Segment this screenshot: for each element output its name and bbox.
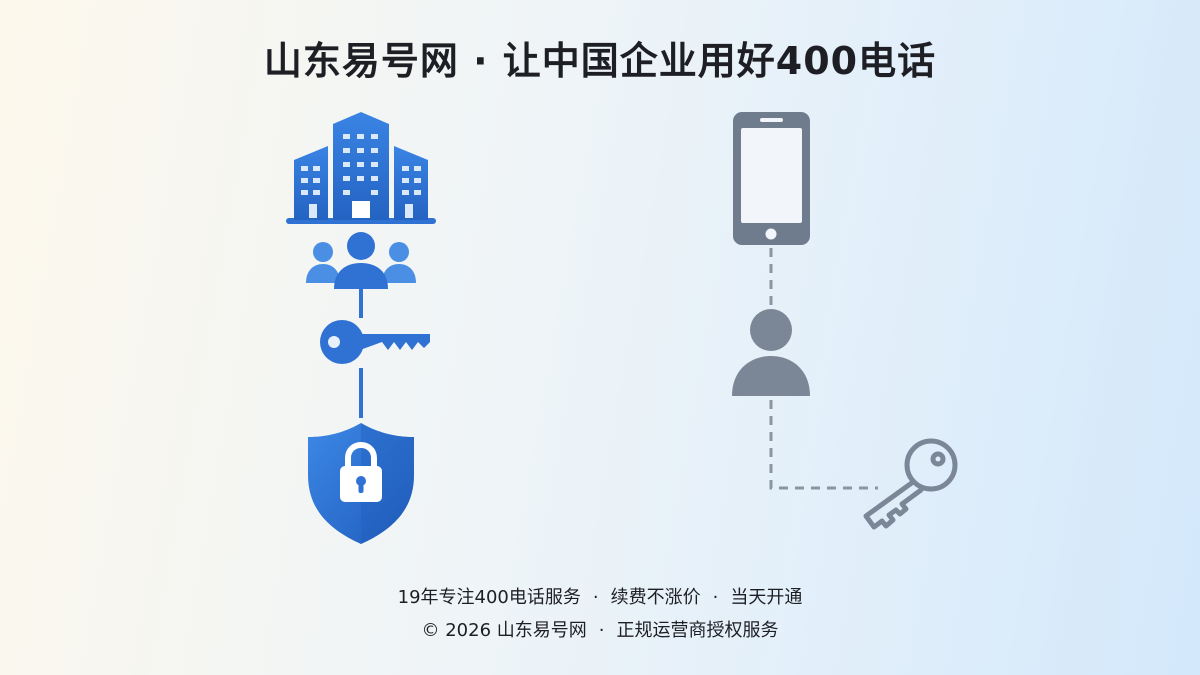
office-building-icon — [286, 112, 436, 224]
separator-dot: · — [598, 620, 605, 641]
person-icon — [732, 309, 810, 396]
key-outline-icon — [863, 438, 958, 530]
smartphone-icon — [733, 112, 810, 245]
key-icon — [320, 320, 430, 364]
shield-lock-icon — [308, 423, 414, 544]
separator-dot: · — [592, 587, 599, 608]
page-title: 山东易号网 · 让中国企业用好400电话 — [263, 39, 937, 83]
feature-renewal: 续费不涨价 — [610, 587, 701, 608]
copyright-text: © 2026 山东易号网 — [421, 620, 587, 641]
footer-features: 19年专注400电话服务 · 续费不涨价 · 当天开通 — [0, 583, 1200, 609]
separator-dot: · — [712, 587, 719, 608]
authorization-text: 正规运营商授权服务 — [616, 620, 779, 641]
people-group-icon — [306, 232, 416, 289]
feature-same-day: 当天开通 — [730, 587, 803, 608]
right-dashed-connectors — [769, 248, 878, 490]
feature-years: 19年专注400电话服务 — [397, 587, 581, 608]
footer-copyright: © 2026 山东易号网 · 正规运营商授权服务 — [0, 616, 1200, 642]
